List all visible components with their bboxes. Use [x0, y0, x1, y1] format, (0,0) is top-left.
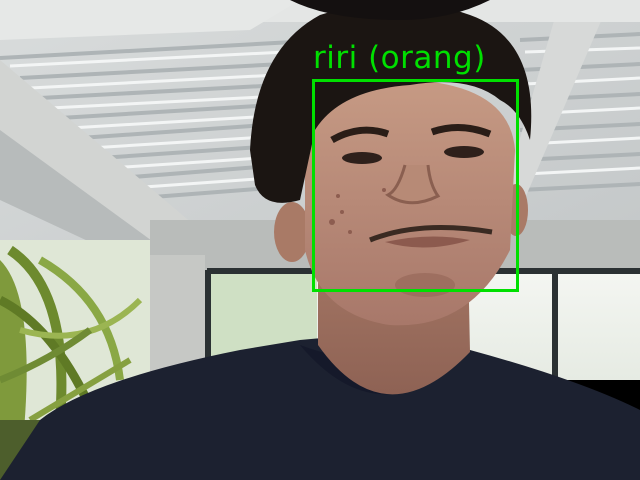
mouth [385, 236, 470, 248]
ceiling-beam-left-shadow [0, 130, 185, 270]
skin-marks [329, 188, 386, 234]
eye-right [444, 146, 484, 158]
eyebrow-right [430, 124, 492, 138]
ceiling-beam-left [0, 60, 200, 265]
window-frame-left [205, 270, 211, 370]
eye-left [342, 152, 382, 164]
ceiling-panel [0, 0, 300, 40]
face-detection-box [312, 79, 519, 292]
concrete-column [150, 255, 205, 375]
eyebrow-left [330, 126, 390, 144]
ear-left [274, 202, 310, 262]
moustache [369, 225, 493, 243]
hair-top [290, 0, 490, 20]
shirt [0, 336, 640, 480]
hair [250, 2, 532, 203]
window-frame-right [552, 270, 558, 380]
ceiling-beam-right [505, 0, 610, 210]
face-detection-label: riri (orang) [313, 40, 486, 76]
nose [385, 164, 441, 205]
